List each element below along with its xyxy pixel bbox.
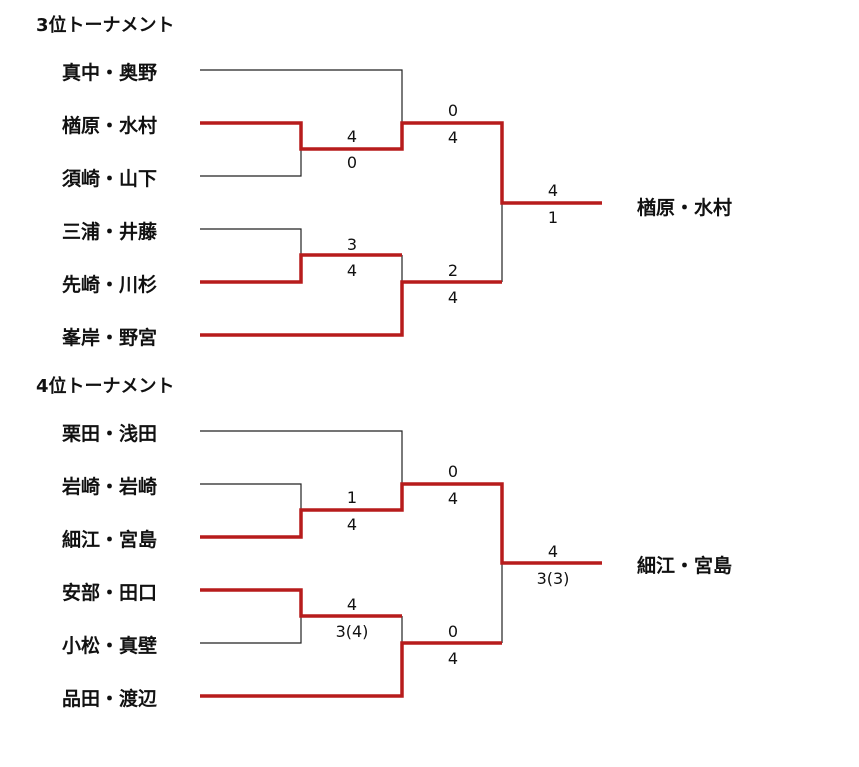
score: 4 xyxy=(347,127,357,146)
winner-path xyxy=(200,280,502,337)
player-name: 須崎・山下 xyxy=(62,167,157,190)
score: 4 xyxy=(548,181,558,200)
player-name: 楢原・水村 xyxy=(62,114,157,137)
winner-name: 細江・宮島 xyxy=(637,554,732,577)
score: 1 xyxy=(548,208,558,227)
score: 2 xyxy=(448,261,458,280)
player-name: 真中・奥野 xyxy=(62,61,157,84)
score: 4 xyxy=(448,649,458,668)
score: 4 xyxy=(347,515,357,534)
score: 3(3) xyxy=(537,569,570,588)
winner-path xyxy=(200,121,602,205)
player-name: 三浦・井藤 xyxy=(62,220,158,243)
score: 0 xyxy=(448,622,458,641)
player-name: 岩崎・岩崎 xyxy=(61,475,157,498)
bracket-line xyxy=(200,228,302,255)
score: 4 xyxy=(548,542,558,561)
score: 4 xyxy=(347,595,357,614)
player-name: 安部・田口 xyxy=(62,581,157,604)
score: 4 xyxy=(347,261,357,280)
bracket-3rd-place: 3位トーナメント 真中・奥野 楢原・水村 須崎・山下 三浦・井藤 先崎・川杉 峯… xyxy=(36,14,732,349)
player-name: 細江・宮島 xyxy=(62,528,157,551)
bracket-line xyxy=(200,149,302,177)
bracket-4th-place: 4位トーナメント 栗田・浅田 岩崎・岩崎 細江・宮島 安部・田口 小松・真壁 品… xyxy=(36,375,732,710)
winner-path xyxy=(200,641,502,698)
bracket-line xyxy=(200,483,302,510)
score: 3(4) xyxy=(336,622,369,641)
score: 3 xyxy=(347,235,357,254)
player-name: 峯岸・野宮 xyxy=(61,326,157,349)
score: 4 xyxy=(448,128,458,147)
score: 4 xyxy=(448,288,458,307)
player-name: 小松・真壁 xyxy=(62,634,157,657)
score: 0 xyxy=(448,462,458,481)
bracket-line xyxy=(200,430,403,484)
winner-path xyxy=(200,588,402,618)
score: 1 xyxy=(347,488,357,507)
bracket-title: 4位トーナメント xyxy=(36,375,175,397)
winner-path xyxy=(200,253,402,284)
player-name: 栗田・浅田 xyxy=(62,422,157,445)
score: 4 xyxy=(448,489,458,508)
bracket-title: 3位トーナメント xyxy=(36,14,175,36)
score: 0 xyxy=(448,101,458,120)
winner-path xyxy=(200,482,602,565)
score: 0 xyxy=(347,153,357,172)
winner-name: 楢原・水村 xyxy=(637,196,732,219)
player-name: 品田・渡辺 xyxy=(62,687,157,710)
player-name: 先崎・川杉 xyxy=(62,273,157,296)
bracket-line xyxy=(200,69,403,123)
bracket-line xyxy=(200,616,302,644)
